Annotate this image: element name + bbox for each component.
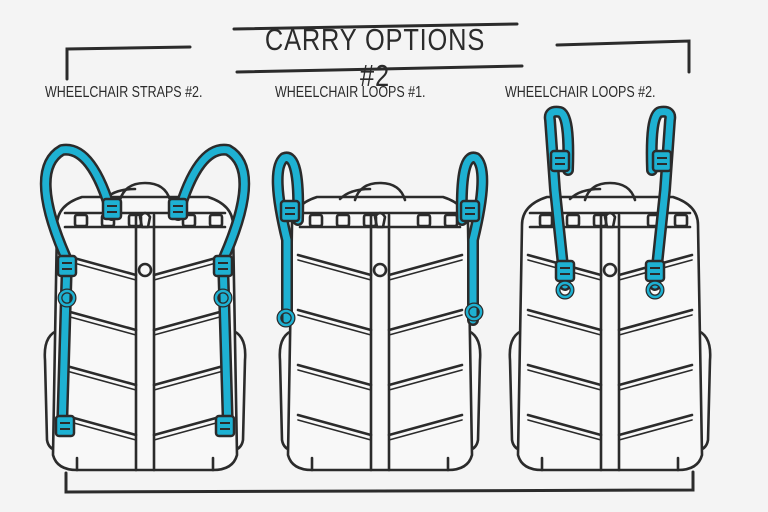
bracket-left [65,45,192,81]
compression-strap [296,308,464,332]
buckle-icon [554,259,576,283]
bottom-tabs [310,456,450,472]
panel-label-loops-1: WHEELCHAIR LOOPS #1. [275,84,426,101]
d-ring-icon [58,289,76,307]
top-handle [353,181,407,202]
buckle-detail [285,207,295,215]
backpack-body [516,195,704,472]
wheelchair-straps [39,143,251,438]
buckle-detail [107,205,117,213]
buckle-icon [651,149,673,173]
wheelchair-straps [271,151,489,328]
top-handle [118,181,172,202]
panel-label-straps-2: WHEELCHAIR STRAPS #2. [45,84,203,101]
daisy-chain-loop [673,213,689,228]
compression-strap [526,363,694,387]
zipper-pull [373,211,387,229]
d-ring-icon [277,309,295,327]
daisy-chain-loop [308,213,324,228]
backpack-body [286,195,474,472]
buckle-detail [62,262,72,270]
daisy-chain-loop [208,213,224,228]
buckle-icon [279,199,301,223]
top-seam [568,187,602,201]
buckle-detail [555,157,565,165]
d-ring-icon [214,289,232,307]
buckle-icon [214,414,236,438]
buckle-detail [218,262,228,270]
buckle-icon [54,414,76,438]
buckle-icon [101,197,123,221]
loop-right [648,108,674,289]
daisy-chain-loop [416,213,432,228]
daisy-chain-loop [335,213,351,228]
buckle-icon [644,259,666,283]
backpack-2 [271,151,489,472]
compression-strap [296,363,464,387]
page-title: CARRY OPTIONS #2 [264,22,486,93]
d-ring-icon [465,303,483,321]
compression-strap [526,308,694,332]
zipper-pull [603,211,617,229]
center-strap [369,213,391,472]
d-ring-center [137,262,153,278]
compression-strap-edge [297,314,463,336]
compression-strap [61,308,229,332]
bracket-right [555,39,691,74]
panel-label-loops-2: WHEELCHAIR LOOPS #2. [505,84,656,101]
buckle-icon [212,254,234,278]
zipper-pull [138,211,152,229]
d-ring-center [372,262,388,278]
buckle-icon [459,199,481,223]
buckle-detail [60,422,70,430]
compression-strap [61,363,229,387]
daisy-chain-loop [73,213,89,228]
compression-strap-edge [62,369,228,391]
backpack-body [51,195,239,472]
compression-strap-edge [297,419,463,441]
daisy-chain-loop [565,213,581,228]
title-rule-top [232,22,519,31]
compression-strap [296,413,464,437]
buckle-detail [173,205,183,213]
compression-strap-edge [527,419,693,441]
loop-left [546,108,572,289]
title-rule-bottom [235,64,524,74]
strap-right [174,146,248,434]
buckle-detail [650,267,660,275]
center-strap [599,213,621,472]
compression-strap [526,413,694,437]
compression-strap-edge [62,314,228,336]
d-ring-icon [556,281,574,299]
buckle-icon [549,149,571,173]
top-seam [338,187,372,201]
compression-strap-edge [297,369,463,391]
compression-strap-edge [527,369,693,391]
bracket-bottom [64,470,695,494]
compression-strap [296,253,464,277]
bottom-tabs [75,456,215,472]
buckle-detail [465,207,475,215]
buckle-detail [560,267,570,275]
center-strap [134,213,156,472]
daisy-chain-loop [181,213,197,228]
backpack-1 [39,143,251,472]
compression-strap-edge [297,259,463,281]
buckle-icon [56,254,78,278]
daisy-chain-loop [538,213,554,228]
compression-strap-edge [527,314,693,336]
backpack-3 [508,105,712,472]
buckle-icon [167,197,189,221]
buckle-detail [220,422,230,430]
bottom-tabs [540,456,680,472]
d-ring-center [602,262,618,278]
buckle-detail [657,157,667,165]
wheelchair-straps [543,105,677,300]
strap-left [42,146,116,434]
top-handle [583,181,637,202]
d-ring-icon [646,281,664,299]
